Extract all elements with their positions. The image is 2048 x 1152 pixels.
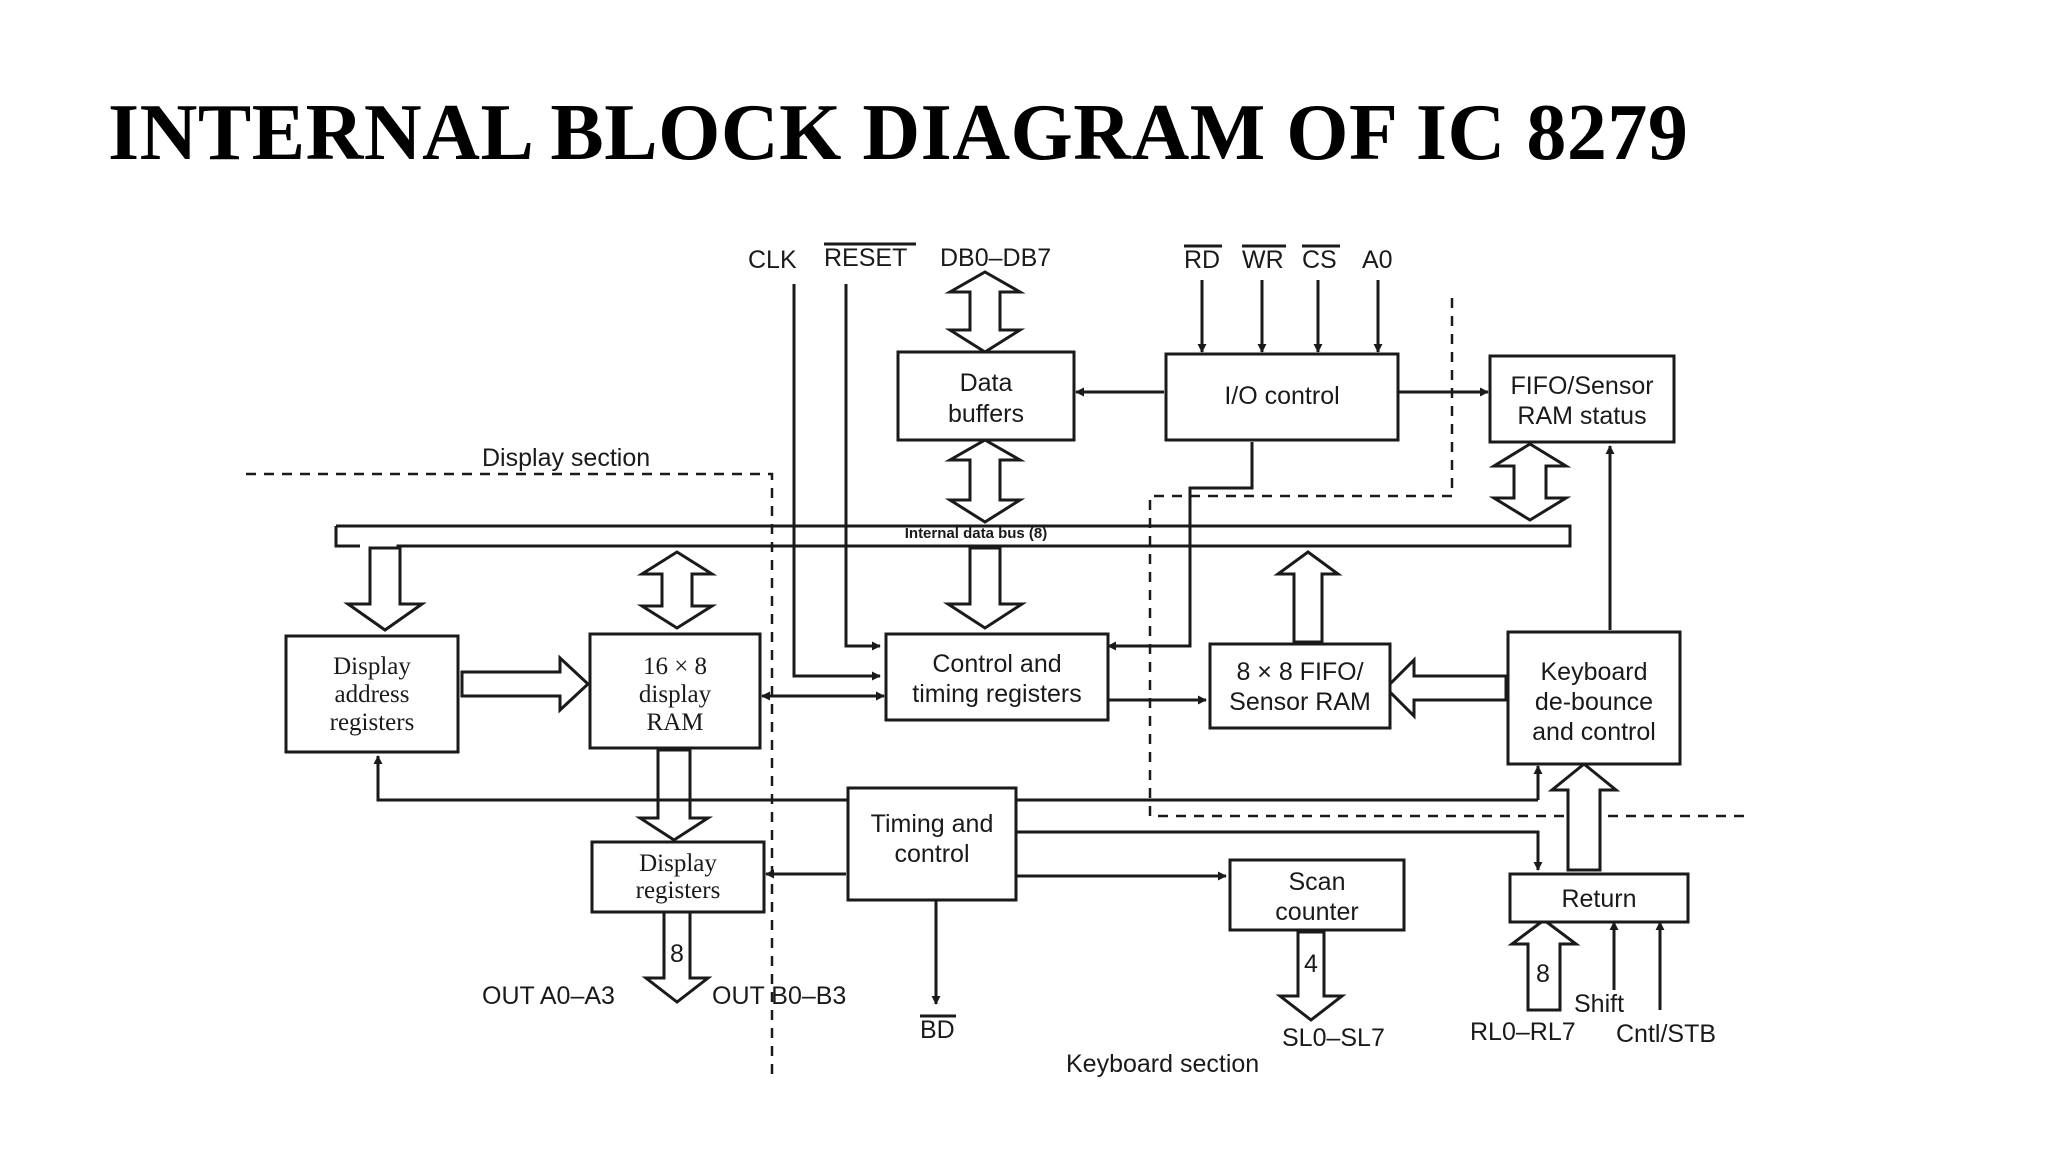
data-buffers-line-2: buffers bbox=[948, 400, 1024, 428]
io-to-control-line bbox=[1107, 442, 1254, 651]
db-label: DB0–DB7 bbox=[940, 244, 1051, 272]
debounce-to-fifo-arrow bbox=[1383, 656, 1508, 720]
display-section-label: Display section bbox=[482, 444, 650, 472]
control-registers-line-1: Control and bbox=[932, 650, 1061, 678]
debounce-line-1: Keyboard bbox=[1540, 658, 1647, 686]
display-ram-line-2: display bbox=[639, 681, 712, 708]
bus-display-address-arrow bbox=[343, 546, 427, 632]
display-address-line-1: Display bbox=[333, 653, 411, 680]
shift-label: Shift bbox=[1574, 990, 1624, 1018]
scan-output-arrow bbox=[1275, 930, 1347, 1022]
control-registers-line-2: timing registers bbox=[912, 680, 1082, 708]
rd-label: RD bbox=[1184, 246, 1220, 274]
reset-label: RESET bbox=[824, 244, 907, 272]
a0-label: A0 bbox=[1362, 246, 1393, 274]
reset-line bbox=[844, 284, 881, 651]
control-timing-registers-block: Control and timing registers bbox=[884, 632, 1110, 722]
rl-input-arrow bbox=[1507, 918, 1581, 1012]
display-address-line-3: registers bbox=[330, 709, 415, 736]
display-registers-line-1: Display bbox=[639, 850, 717, 877]
keyboard-section-label: Keyboard section bbox=[1066, 1050, 1259, 1078]
fifo-ram-bus-arrow bbox=[1273, 550, 1343, 644]
io-control-label: I/O control bbox=[1224, 382, 1339, 410]
return-width-label: 8 bbox=[1536, 960, 1550, 988]
scan-counter-block: Scan counter bbox=[1228, 858, 1406, 932]
display-address-line-2: address bbox=[335, 681, 410, 708]
return-label: Return bbox=[1561, 885, 1636, 913]
scan-counter-line-2: counter bbox=[1275, 898, 1358, 926]
bus-control-arrow bbox=[942, 546, 1028, 630]
timing-return-line bbox=[1016, 830, 1543, 871]
clk-label: CLK bbox=[748, 246, 797, 274]
data-buffers-line-1: Data bbox=[960, 369, 1013, 397]
display-registers-block: Display registers bbox=[590, 840, 766, 914]
timing-address-line bbox=[373, 755, 1538, 802]
sl-label: SL0–SL7 bbox=[1282, 1024, 1385, 1052]
io-control-block: I/O control bbox=[1164, 352, 1400, 442]
cntl-label: Cntl/STB bbox=[1616, 1020, 1716, 1048]
fifo-ram-line-1: 8 × 8 FIFO/ bbox=[1236, 658, 1363, 686]
fifo-sensor-ram-block: 8 × 8 FIFO/ Sensor RAM bbox=[1208, 642, 1392, 730]
keyboard-section-boundary bbox=[1148, 298, 1752, 818]
buffer-bus-arrow bbox=[944, 438, 1026, 524]
rl-label: RL0–RL7 bbox=[1470, 1018, 1576, 1046]
debounce-line-3: and control bbox=[1532, 718, 1656, 746]
display-width-label: 8 bbox=[670, 940, 684, 968]
address-to-ram-arrow bbox=[460, 654, 591, 714]
fifo-status-line-1: FIFO/Sensor bbox=[1510, 372, 1653, 400]
ram-to-registers-arrow bbox=[634, 748, 714, 842]
display-output-arrow bbox=[641, 910, 713, 1004]
display-ram-block: 16 × 8 display RAM bbox=[588, 632, 762, 750]
wr-label: WR bbox=[1242, 246, 1284, 274]
slide-title: INTERNAL BLOCK DIAGRAM OF IC 8279 bbox=[108, 89, 1689, 177]
clk-line bbox=[792, 284, 881, 681]
scan-width-label: 4 bbox=[1304, 950, 1318, 978]
display-ram-line-3: RAM bbox=[647, 709, 704, 736]
scan-counter-line-1: Scan bbox=[1289, 868, 1346, 896]
timing-control-line-2: control bbox=[894, 840, 969, 868]
return-block: Return bbox=[1508, 872, 1690, 924]
display-registers-line-2: registers bbox=[636, 877, 721, 904]
keyboard-debounce-block: Keyboard de-bounce and control bbox=[1506, 630, 1682, 766]
return-to-debounce-arrow bbox=[1547, 762, 1621, 872]
fifo-status-line-2: RAM status bbox=[1517, 402, 1646, 430]
bd-label: BD bbox=[920, 1016, 955, 1044]
timing-control-line-1: Timing and bbox=[871, 810, 994, 838]
fifo-status-bus-arrow bbox=[1488, 442, 1572, 522]
out-b-label: OUT B0–B3 bbox=[712, 982, 846, 1010]
fifo-status-block: FIFO/Sensor RAM status bbox=[1488, 354, 1676, 444]
display-ram-line-1: 16 × 8 bbox=[643, 653, 707, 680]
display-section-boundary bbox=[246, 472, 774, 1082]
timing-control-block: Timing and control bbox=[846, 786, 1018, 902]
debounce-line-2: de-bounce bbox=[1535, 688, 1653, 716]
fifo-ram-line-2: Sensor RAM bbox=[1229, 688, 1371, 716]
db-bus-arrow bbox=[944, 270, 1026, 354]
bus-display-ram-arrow bbox=[636, 550, 718, 630]
internal-bus-label: Internal data bus (8) bbox=[905, 525, 1048, 542]
out-a-label: OUT A0–A3 bbox=[482, 982, 615, 1010]
cs-label: CS bbox=[1302, 246, 1337, 274]
data-buffers-block: Data buffers bbox=[896, 350, 1076, 442]
display-address-registers-block: Display address registers bbox=[284, 634, 460, 754]
